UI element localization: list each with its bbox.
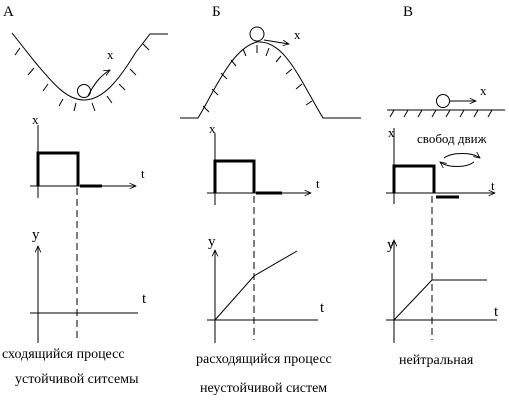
response-t-label: t xyxy=(320,300,325,316)
hill-surface xyxy=(180,41,361,119)
response-y-label: y xyxy=(387,237,395,253)
free-motion-arrow-left xyxy=(440,162,475,167)
flat-hatching xyxy=(389,109,493,118)
displacement-arrow xyxy=(87,70,110,97)
response-curve xyxy=(393,279,487,321)
valley-surface xyxy=(11,32,168,101)
pulse-y-label: x xyxy=(388,125,395,140)
ball-label: x xyxy=(480,83,487,98)
caption-line-1: нейтральная xyxy=(399,353,474,368)
response-y-label: y xyxy=(208,234,216,250)
free-motion-note: свобод движ xyxy=(417,131,488,146)
pulse-rect xyxy=(36,151,80,186)
caption-line-1: сходящийся процесс xyxy=(2,347,125,362)
caption-line-1: расходящийся процесс xyxy=(196,352,332,367)
caption-line-2: устойчивой ситсемы xyxy=(15,372,139,387)
pulse-y-label: x xyxy=(32,112,39,127)
displacement-arrow xyxy=(263,39,289,44)
response-y-label: y xyxy=(32,227,40,243)
response-t-label: t xyxy=(494,304,499,320)
pulse-t-label: t xyxy=(316,176,320,191)
pulse-t-label: t xyxy=(141,166,145,181)
caption-line-2: неустойчивой систем xyxy=(200,381,327,396)
ball xyxy=(436,94,450,108)
hill-hatching xyxy=(202,45,313,113)
column-a-letter: А xyxy=(3,4,14,20)
ball-label: x xyxy=(294,27,301,42)
pulse-y-label: x xyxy=(209,121,216,136)
column-b-letter: Б xyxy=(212,4,221,20)
column-c: В x x t свобод движ y xyxy=(386,4,505,368)
pulse-t-label: t xyxy=(491,178,495,193)
pulse-rect xyxy=(392,164,436,193)
ball-label: x xyxy=(107,47,114,62)
response-curve xyxy=(214,250,298,321)
valley-hatching xyxy=(14,43,150,112)
column-a: А x x t y t сходящийс xyxy=(2,4,168,387)
response-t-label: t xyxy=(142,291,147,307)
column-b: Б x x t y t xyxy=(180,4,361,396)
pulse-rect xyxy=(213,159,256,193)
column-c-letter: В xyxy=(403,4,413,20)
ball xyxy=(249,26,265,42)
free-motion-arrow-right xyxy=(443,154,480,159)
